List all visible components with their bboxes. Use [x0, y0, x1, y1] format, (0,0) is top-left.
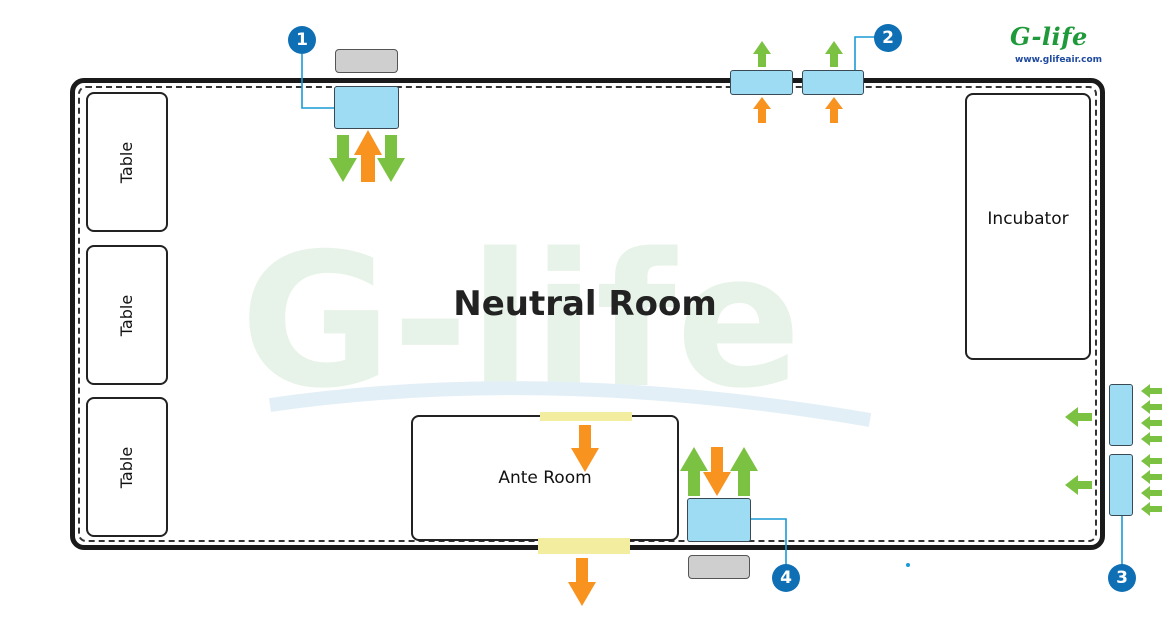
- ante-room-outer-door: [538, 538, 630, 554]
- leader-line-2: [854, 36, 876, 70]
- table-1: Table: [86, 92, 168, 232]
- supply-arrow-down: [377, 135, 405, 182]
- ante-arrow-down: [571, 425, 599, 472]
- exhaust-fan-2a: [730, 70, 793, 95]
- leader-line-4: [751, 518, 787, 566]
- inlet-arrow-left: [1141, 502, 1162, 516]
- fan-unit-4: [687, 498, 751, 542]
- supply-arrow-down: [329, 135, 357, 182]
- inlet-arrow-left: [1141, 384, 1162, 398]
- exhaust-arrow-down: [703, 447, 731, 496]
- badge-4: 4: [772, 564, 800, 592]
- watermark-logo: G-life: [240, 215, 872, 429]
- inlet-arrow-left: [1141, 400, 1162, 414]
- wall-inlet-3a: [1109, 384, 1133, 446]
- exit-arrow-down: [568, 558, 596, 606]
- outdoor-unit-1: [335, 49, 398, 73]
- ante-room-label: Ante Room: [498, 468, 592, 488]
- badge-1: 1: [288, 26, 316, 54]
- room-inlet-arrow-left: [1065, 475, 1092, 495]
- exhaust-arrow-up: [753, 97, 771, 123]
- leader-line-1: [301, 54, 334, 109]
- table-3: Table: [86, 397, 168, 537]
- inlet-arrow-left: [1141, 470, 1162, 484]
- fan-unit-1: [334, 86, 399, 129]
- room-inlet-arrow-left: [1065, 407, 1092, 427]
- exhaust-arrow-up: [825, 97, 843, 123]
- inlet-arrow-left: [1141, 454, 1162, 468]
- inlet-arrow-left: [1141, 432, 1162, 446]
- small-dot: [906, 563, 910, 567]
- table-2: Table: [86, 245, 168, 385]
- unit-4-arrows: [680, 447, 758, 496]
- exhaust-arrow-up: [354, 130, 382, 182]
- unit-3-arrows: [1065, 384, 1162, 516]
- supply-arrow-up: [730, 447, 758, 496]
- exhaust-fan-2b: [802, 70, 864, 95]
- badge-2: 2: [874, 24, 902, 52]
- ante-room-arrows: [568, 425, 599, 606]
- supply-arrow-up: [680, 447, 708, 496]
- wall-inlet-3b: [1109, 454, 1133, 516]
- incubator-label: Incubator: [987, 209, 1069, 229]
- supply-arrow-up: [825, 41, 843, 67]
- incubator: Incubator: [965, 93, 1091, 360]
- brand-url: www.glifeair.com: [1015, 55, 1103, 65]
- ante-room-inner-door: [540, 412, 632, 421]
- brand-logo: G-life: [1010, 22, 1088, 51]
- supply-arrow-up: [753, 41, 771, 67]
- inlet-arrow-left: [1141, 486, 1162, 500]
- room-title: Neutral Room: [453, 284, 717, 324]
- unit-1-arrows: [329, 130, 405, 182]
- leader-lines: [301, 36, 1123, 566]
- unit-2-arrows: [753, 41, 843, 123]
- badge-3: 3: [1108, 564, 1136, 592]
- outdoor-unit-4: [688, 555, 750, 579]
- inlet-arrow-left: [1141, 416, 1162, 430]
